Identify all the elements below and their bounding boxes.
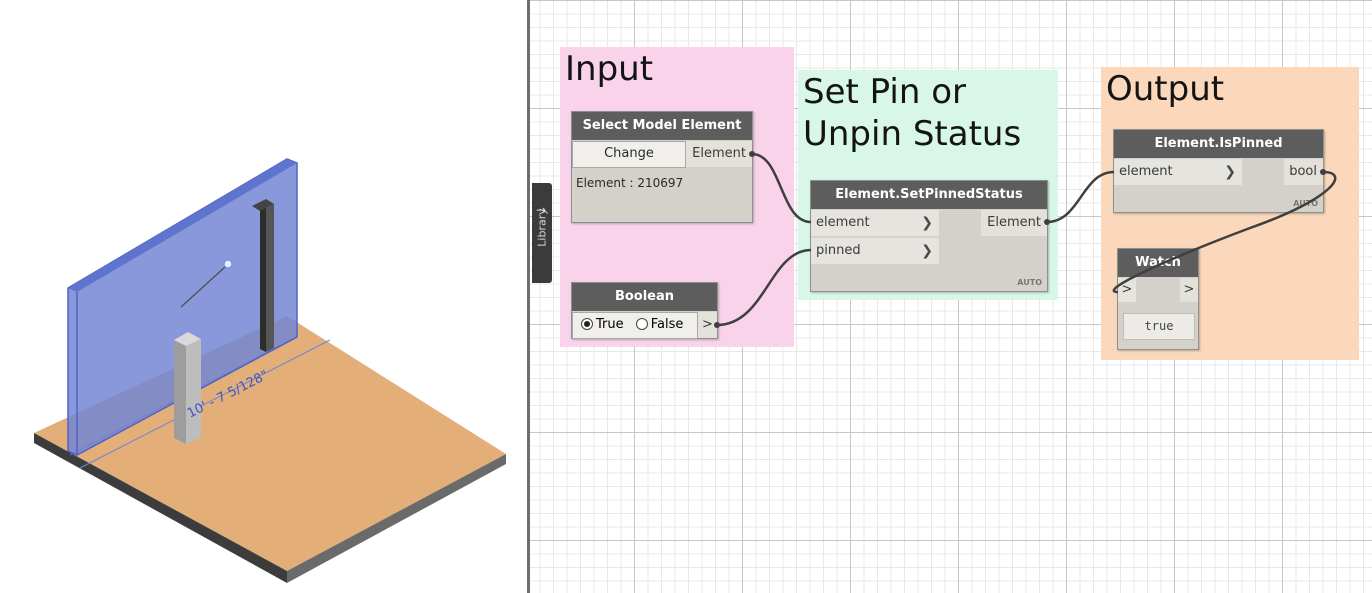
input-port-element[interactable]: element ❯ [1114,159,1242,185]
node-is-pinned[interactable]: Element.IsPinned element ❯ bool AUTO [1113,129,1324,213]
short-column-side [186,339,201,444]
lacing-badge[interactable]: AUTO [1017,278,1042,287]
node-set-pinned-status[interactable]: Element.SetPinnedStatus element ❯ pinned… [810,180,1048,292]
model-3d-view: 10' - 7 5/128" [34,158,506,583]
output-port-element[interactable]: Element [686,141,752,167]
input-port-label: pinned [816,243,861,258]
port-dot-icon [1044,219,1050,225]
output-port-label: > [1183,282,1195,297]
node-boolean[interactable]: Boolean True False > [571,282,718,339]
library-tab-label: Library [535,208,549,247]
wall-top-edge [68,159,297,292]
pane-divider[interactable] [527,0,530,593]
wire-boolean-to-setpinned[interactable] [716,248,812,327]
node-select-model-element[interactable]: Select Model Element Change Element Elem… [571,111,753,223]
model-viewport[interactable]: 10' - 7 5/128" [0,0,527,593]
input-port-pinned[interactable]: pinned ❯ [811,238,939,264]
watch-value: true [1123,313,1195,340]
radio-false-label: False [650,317,684,332]
wire-setpinned-to-ispinned[interactable] [1046,170,1115,224]
selected-element-info: Element : 210697 [576,176,684,190]
floor-slab-right-edge [287,454,506,583]
group-output-title: Output [1106,69,1225,109]
tall-column-top [252,199,274,211]
wire-layer [714,151,1337,328]
radio-false-indicator[interactable] [635,317,648,330]
annotation-dot-icon [223,259,233,269]
change-button[interactable]: Change [572,141,686,168]
port-dot-icon [749,151,755,157]
chevron-right-icon: ❯ [921,215,933,231]
radio-true-label: True [596,317,624,332]
wire-ispinned-to-watch[interactable] [1112,170,1337,294]
tall-column-front [260,205,266,352]
output-port-boolean[interactable]: > [698,312,717,338]
node-title[interactable]: Element.IsPinned [1114,130,1323,158]
output-port-bool[interactable]: bool [1284,159,1323,185]
output-port-label: Element [987,215,1041,230]
node-canvas[interactable]: Input Set Pin or Unpin Status Output Sel… [530,0,1372,593]
group-set-pin-title-line2: Unpin Status [803,114,1022,154]
input-port-element[interactable]: element ❯ [811,210,939,236]
output-port-element[interactable]: Element [981,210,1047,236]
output-port-label: Element [692,146,746,161]
dimension-line [79,339,331,469]
node-title[interactable]: Element.SetPinnedStatus [811,181,1047,209]
node-title[interactable]: Boolean [572,283,717,311]
tall-column-side [266,204,274,352]
input-port-label: element [816,215,870,230]
radio-true[interactable]: True [581,317,624,332]
boolean-options: True False [572,312,698,339]
short-column-top [174,332,201,346]
input-port-label: element [1119,164,1173,179]
output-port-label: > [702,317,713,332]
group-set-pin-title: Set Pin or Unpin Status [803,70,1021,156]
group-input-title: Input [565,49,654,89]
chevron-right-icon: ❯ [1224,164,1236,180]
node-title[interactable]: Select Model Element [572,112,752,140]
group-set-pin-title-line1: Set Pin or [803,72,966,112]
annotation-leader [180,266,226,308]
port-dot-icon [1320,169,1326,175]
port-dot-icon [714,322,720,328]
short-column-front [174,340,186,444]
library-tab[interactable]: → Library [532,183,552,283]
arrow-right-icon: → [536,203,547,217]
output-port-label: bool [1289,164,1317,179]
radio-false[interactable]: False [635,317,684,332]
radio-true-indicator[interactable] [581,317,593,330]
input-port-label: > [1121,282,1133,297]
floor-slab-left-edge [34,433,287,583]
chevron-right-icon: ❯ [921,243,933,259]
wire-select-to-setpinned[interactable] [751,152,812,224]
output-port-watch[interactable]: > [1180,278,1198,302]
